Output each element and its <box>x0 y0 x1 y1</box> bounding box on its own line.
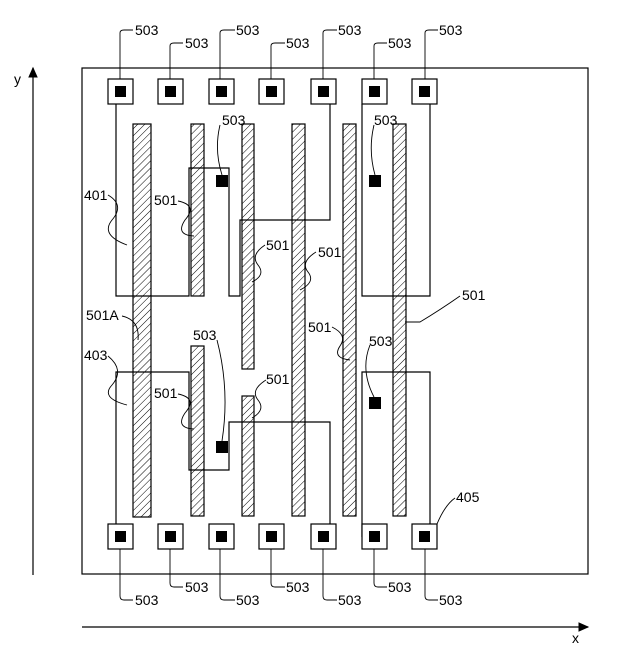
label-403: 403 <box>84 347 108 363</box>
label-503: 503 <box>193 327 217 343</box>
gate-501 <box>241 395 255 517</box>
label-503: 503 <box>222 112 246 128</box>
label-401: 401 <box>84 187 108 203</box>
label-503: 503 <box>135 592 159 608</box>
interior-contacts <box>216 175 381 453</box>
label-501: 501 <box>154 385 178 401</box>
label-503: 503 <box>135 22 159 38</box>
label-503: 503 <box>388 579 412 595</box>
label-501: 501 <box>266 371 290 387</box>
label-503: 503 <box>185 579 209 595</box>
label-503: 503 <box>286 579 310 595</box>
gate-stripes <box>132 123 407 518</box>
substrate-outline <box>81 67 589 575</box>
gate-501 <box>190 345 205 517</box>
label-503: 503 <box>374 112 398 128</box>
gate-501 <box>291 123 306 517</box>
gate-501 <box>342 123 357 517</box>
label-503: 503 <box>286 35 310 51</box>
bottom-contacts <box>107 523 438 550</box>
label-501: 501 <box>318 244 342 260</box>
label-503: 503 <box>338 22 362 38</box>
top-contacts <box>107 78 438 105</box>
active-region-401 <box>115 104 331 297</box>
gate-501 <box>392 123 407 517</box>
label-503: 503 <box>338 592 362 608</box>
label-503: 503 <box>236 592 260 608</box>
label-503: 503 <box>236 22 260 38</box>
label-501: 501 <box>154 192 178 208</box>
label-503: 503 <box>369 333 393 349</box>
gate-501 <box>241 123 255 370</box>
label-501: 501 <box>266 237 290 253</box>
gate-501A <box>132 123 152 518</box>
gate-501 <box>190 123 205 297</box>
y-axis-label: y <box>14 71 21 87</box>
leader-lines <box>107 29 461 601</box>
label-503: 503 <box>185 35 209 51</box>
label-501A: 501A <box>86 307 119 323</box>
x-axis-label: x <box>572 630 579 646</box>
label-503: 503 <box>439 592 463 608</box>
label-405: 405 <box>456 489 480 505</box>
label-503: 503 <box>439 22 463 38</box>
label-501: 501 <box>462 287 486 303</box>
label-503: 503 <box>388 35 412 51</box>
label-501: 501 <box>308 319 332 335</box>
